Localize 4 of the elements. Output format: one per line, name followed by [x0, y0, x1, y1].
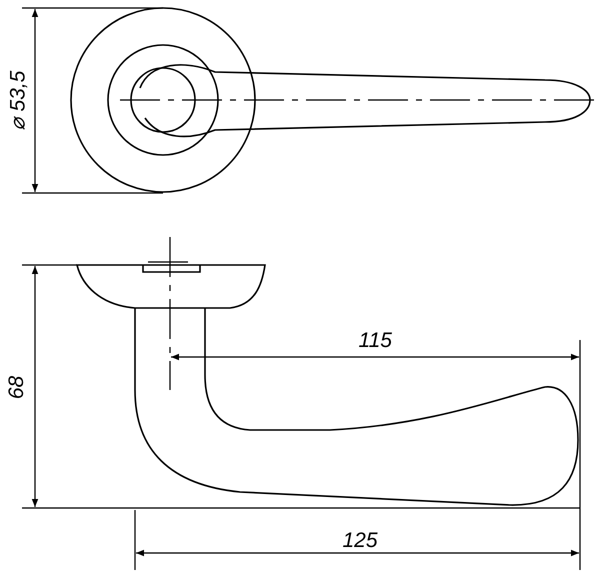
dimension-label: 125: [342, 530, 378, 550]
dimension-label: 115: [358, 330, 392, 350]
dimension-label: ⌀ 53,5: [7, 70, 28, 130]
dimension-label: 68: [6, 375, 27, 399]
